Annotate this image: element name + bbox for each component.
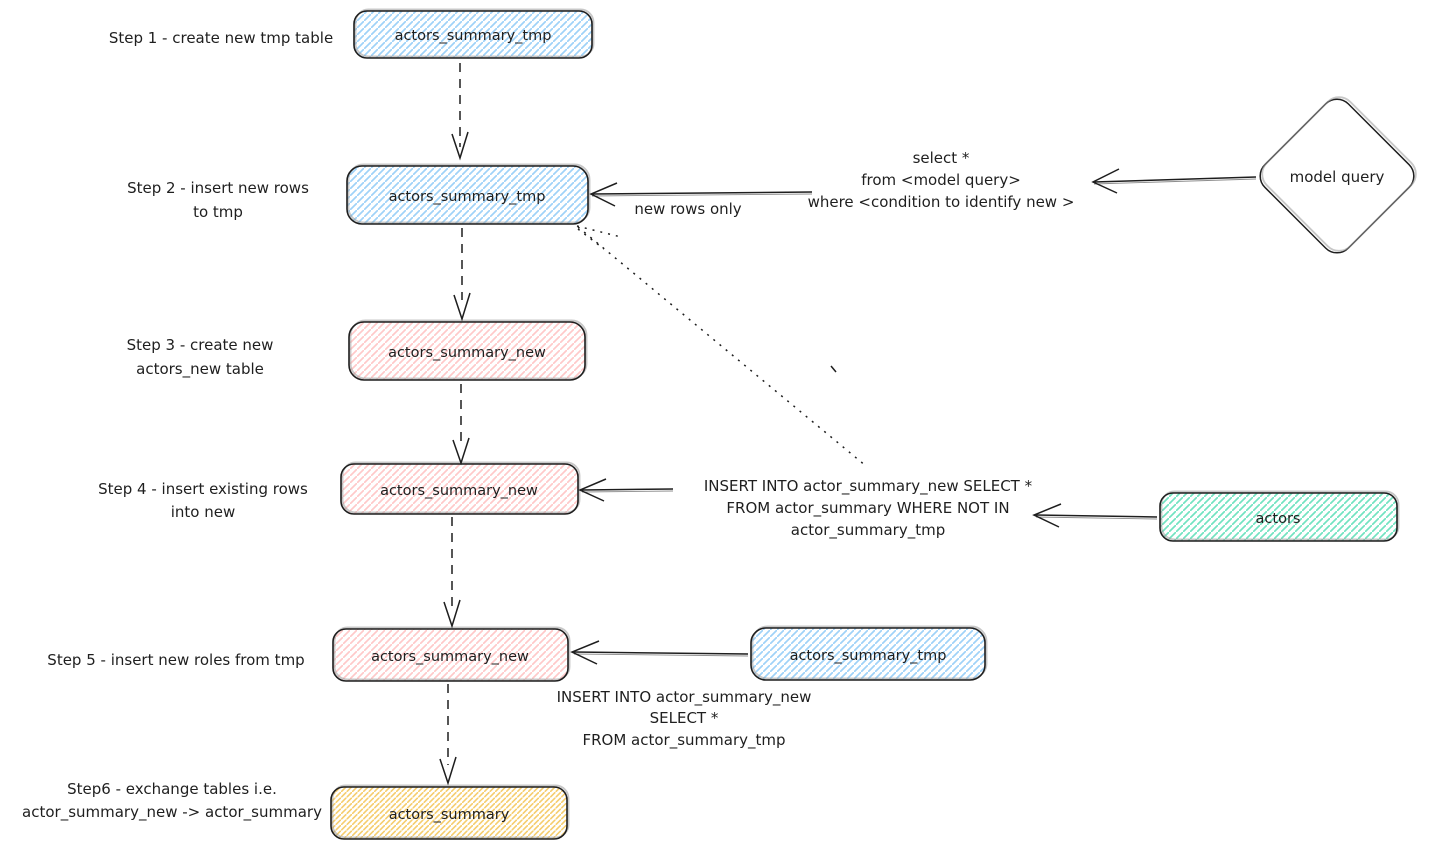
select-query-line2: from <model query>	[861, 171, 1021, 189]
node-actors: actors	[1159, 490, 1400, 542]
step6-label-line2: actor_summary_new -> actor_summary	[22, 803, 322, 822]
insert-not-in-line3: actor_summary_tmp	[791, 521, 945, 540]
arrow-tmp-source-to-step5	[570, 640, 749, 665]
node-label: actors	[1256, 511, 1301, 527]
step2-label-line2: to tmp	[193, 203, 243, 221]
insert-not-in-line2: FROM actor_summary WHERE NOT IN	[726, 499, 1009, 518]
stray-tick-mark	[830, 365, 837, 373]
dotted-line-step2-to-insert	[576, 225, 867, 467]
step4-label-line1: Step 4 - insert existing rows	[98, 480, 308, 498]
node-label: actors_summary_new	[371, 649, 529, 665]
node-step1-actors-summary-tmp: actors_summary_tmp	[353, 8, 595, 59]
dashed-arrow-step3-to-step4	[452, 384, 470, 466]
new-rows-only-label: new rows only	[634, 200, 741, 218]
node-label: model query	[1290, 168, 1385, 186]
node-step3-actors-summary-new: actors_summary_new	[348, 319, 588, 381]
arrow-actors-to-insert	[1032, 503, 1158, 528]
node-step4-actors-summary-new: actors_summary_new	[340, 461, 581, 515]
step3-label-line2: actors_new table	[136, 360, 264, 379]
node-step6-actors-summary: actors_summary	[330, 784, 570, 840]
dashed-arrow-step4-to-step5	[443, 517, 461, 629]
insert-from-tmp-line3: FROM actor_summary_tmp	[582, 731, 785, 750]
node-step5-actors-summary-new: actors_summary_new	[332, 626, 571, 682]
select-query-line1: select *	[913, 149, 970, 167]
node-label: actors_summary_tmp	[790, 648, 947, 664]
step5-label: Step 5 - insert new roles from tmp	[47, 651, 304, 669]
step3-label-line1: Step 3 - create new	[127, 336, 274, 354]
node-step2-actors-summary-tmp: actors_summary_tmp	[346, 163, 591, 225]
node-label: actors_summary_tmp	[389, 189, 546, 205]
arrow-insert-to-step4	[578, 478, 674, 502]
arrow-model-query-to-select	[1091, 168, 1257, 194]
node-label: actors_summary	[389, 807, 510, 823]
step4-label-line2: into new	[171, 503, 236, 521]
arrow-select-to-step2	[589, 182, 813, 207]
insert-not-in-line1: INSERT INTO actor_summary_new SELECT *	[704, 477, 1033, 496]
dashed-arrow-step5-to-step6	[439, 684, 457, 786]
node-actors-summary-tmp-source: actors_summary_tmp	[750, 625, 988, 681]
dashed-arrow-step1-to-step2	[451, 63, 469, 161]
node-label: actors_summary_new	[388, 345, 546, 361]
node-label: actors_summary_new	[380, 483, 538, 499]
node-model-query-diamond: model query	[1259, 96, 1417, 254]
node-label: actors_summary_tmp	[395, 28, 552, 44]
insert-from-tmp-line1: INSERT INTO actor_summary_new	[557, 688, 812, 707]
step1-label: Step 1 - create new tmp table	[109, 29, 333, 47]
step2-label-line1: Step 2 - insert new rows	[127, 179, 309, 197]
step6-label-line1: Step6 - exchange tables i.e.	[67, 780, 277, 798]
dashed-arrow-step2-to-step3	[453, 228, 471, 322]
insert-from-tmp-line2: SELECT *	[650, 709, 719, 727]
select-query-line3: where <condition to identify new >	[808, 193, 1075, 211]
